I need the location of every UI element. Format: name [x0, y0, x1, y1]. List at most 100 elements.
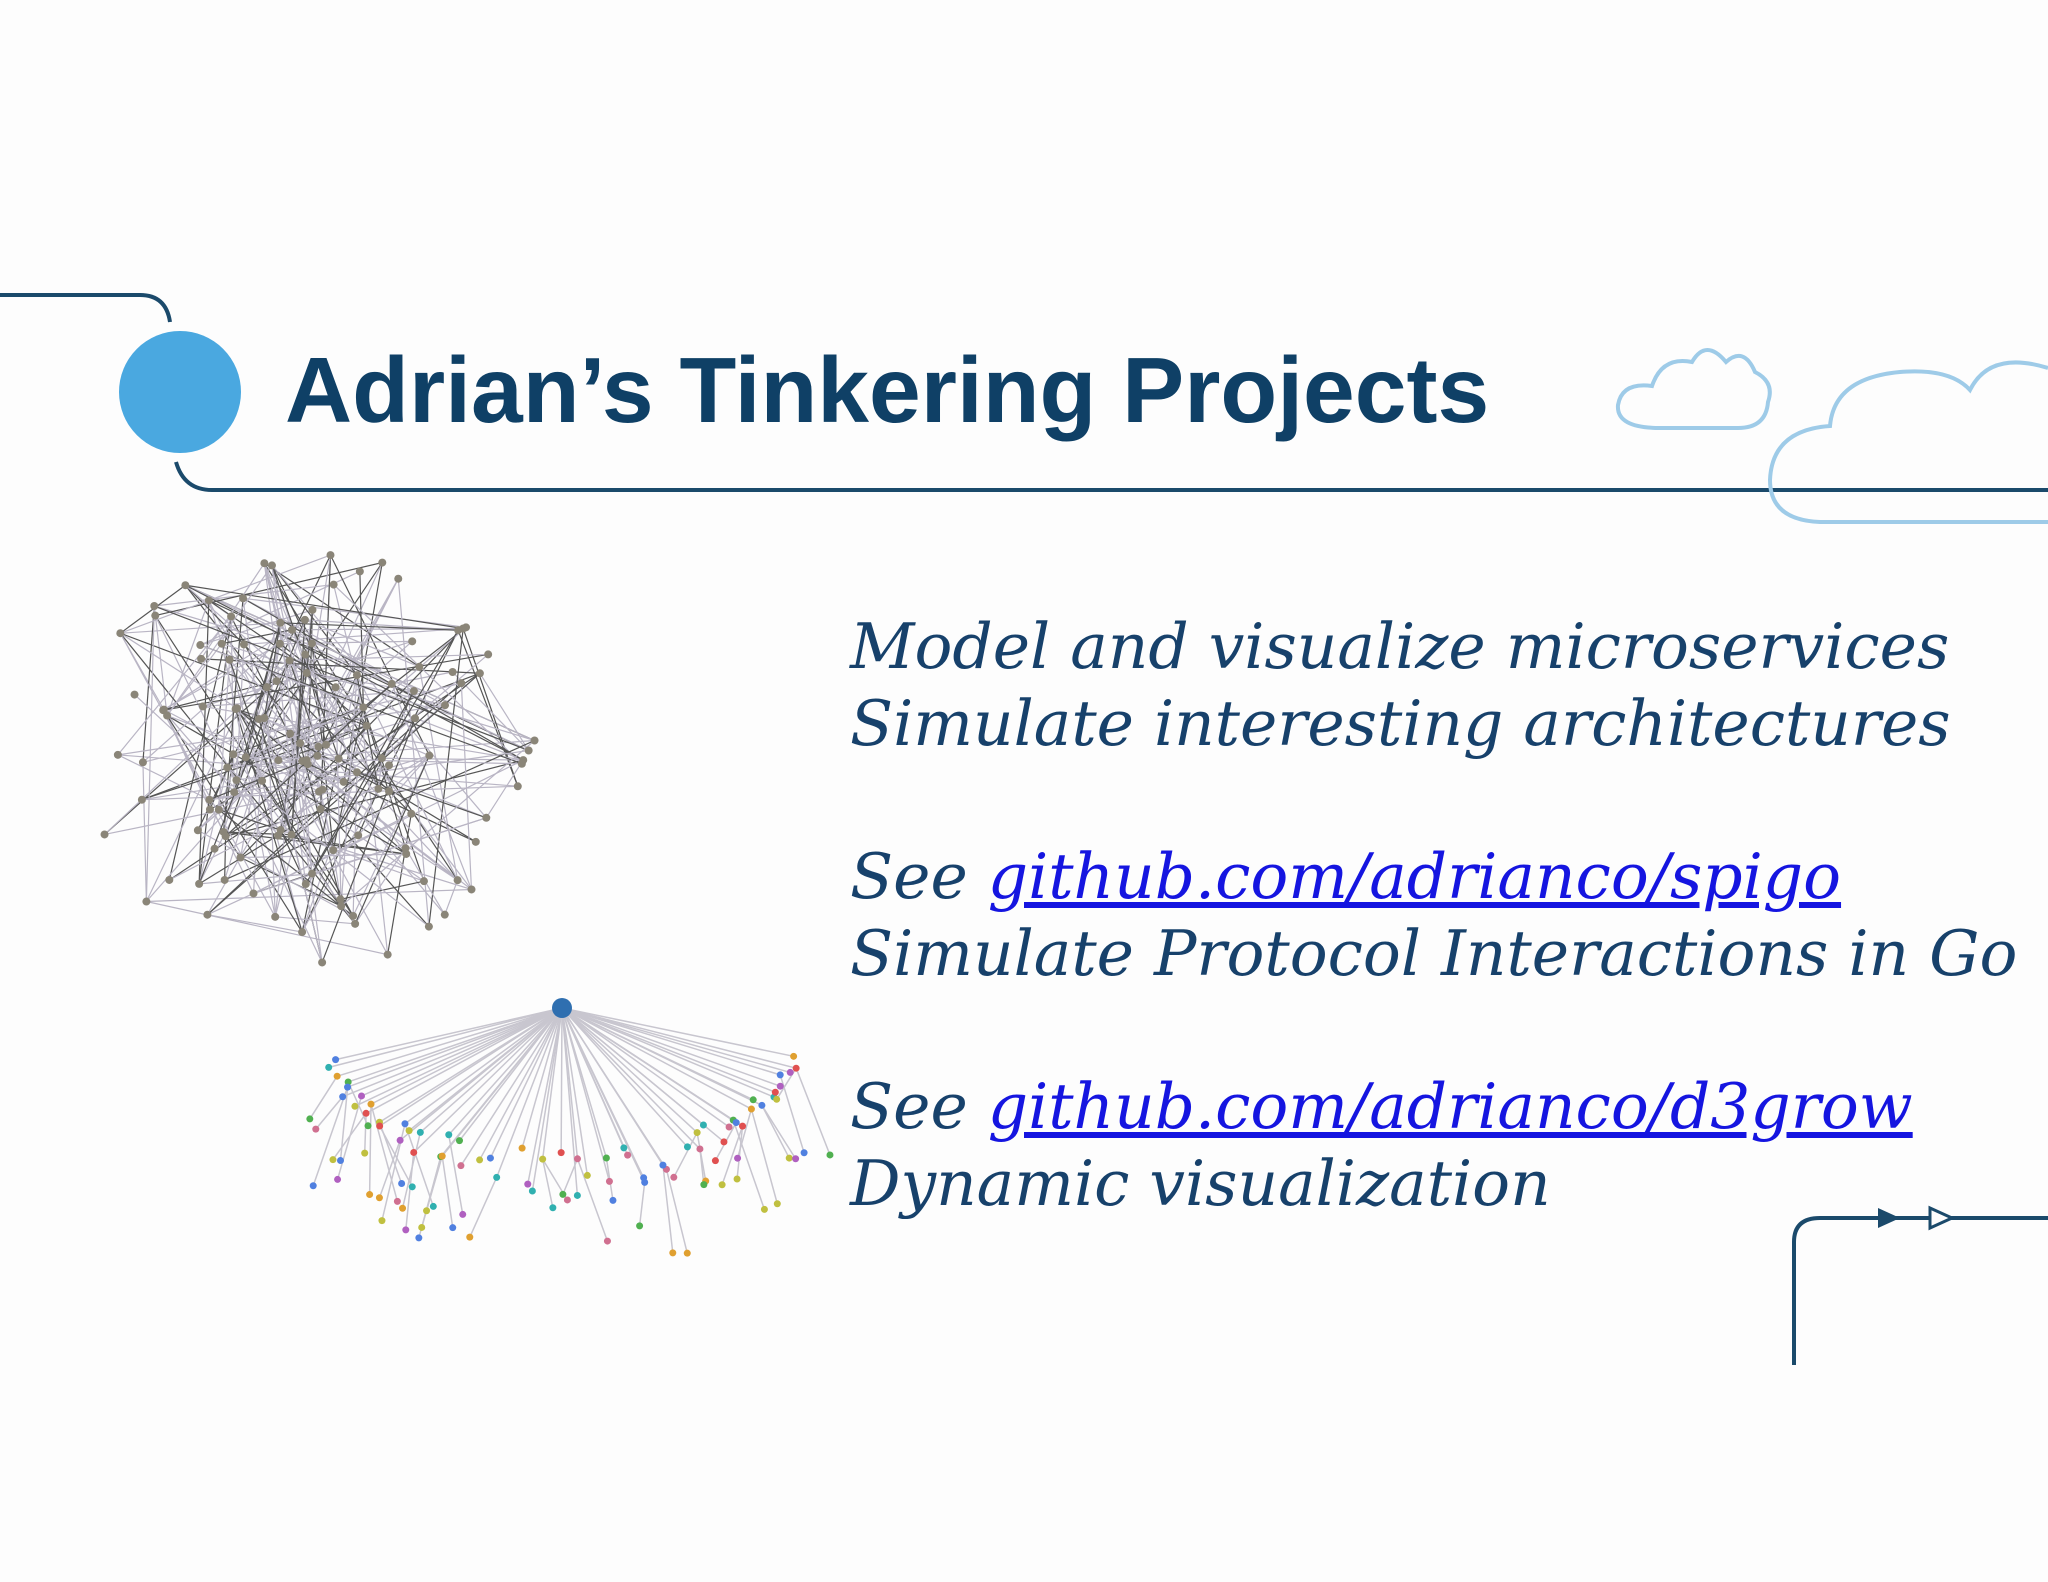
slide-title: Adrian’s Tinkering Projects [285, 338, 1490, 442]
graph-edge [119, 632, 276, 918]
graph-edge [225, 717, 416, 837]
graph-node [165, 875, 174, 884]
graph-node [286, 729, 295, 738]
tree-node [699, 1121, 707, 1129]
tree-node [337, 1156, 345, 1164]
graph-node [461, 623, 470, 632]
graph-edge [271, 565, 313, 874]
tree-node [760, 1205, 768, 1213]
graph-node [352, 671, 361, 680]
graph-edge [316, 626, 467, 757]
graph-edge [209, 754, 234, 810]
graph-node [274, 756, 283, 765]
graph-node [530, 736, 539, 745]
graph-node [285, 656, 294, 665]
spigo-link[interactable]: github.com/adrianco/spigo [987, 840, 1842, 913]
graph-edge [242, 598, 260, 720]
graph-node [351, 919, 360, 928]
tree-node [602, 1154, 610, 1162]
tree-edge [401, 1132, 422, 1209]
tree-edge [561, 1007, 743, 1127]
tree-node [528, 1187, 536, 1195]
tree-node [605, 1177, 613, 1185]
graph-edge [299, 742, 487, 819]
graph-node [513, 782, 522, 791]
graph-edge [460, 683, 473, 890]
graph-node [308, 605, 317, 614]
graph-edge [200, 609, 313, 646]
tree-node [339, 1093, 347, 1101]
tree-edge [460, 1007, 563, 1167]
tree-node [378, 1217, 386, 1225]
graph-node [300, 615, 309, 624]
tree-edge [561, 1007, 579, 1159]
tree-edge [309, 1075, 338, 1120]
graph-node [302, 669, 311, 678]
graph-node [407, 809, 416, 818]
tree-node [415, 1234, 423, 1242]
graph-edge [301, 578, 399, 762]
graph-edge [318, 717, 416, 748]
arrow-outline-icon [1928, 1205, 1956, 1231]
graph-edge [263, 622, 281, 719]
tree-node [620, 1144, 628, 1152]
tree-node [449, 1224, 457, 1232]
tree-edge [638, 1182, 646, 1226]
graph-node [288, 625, 297, 634]
graph-edge [263, 563, 307, 885]
graph-edge [377, 758, 383, 789]
tree-edge [448, 1134, 464, 1215]
tree-edge [342, 1007, 563, 1098]
graph-edge [271, 565, 340, 759]
graph-node [387, 679, 396, 688]
tree-node [401, 1120, 409, 1128]
graph-edge [141, 785, 518, 801]
graph-node [205, 805, 214, 814]
tree-edge [541, 1158, 554, 1208]
tree-node [476, 1156, 484, 1164]
tree-edge [576, 1158, 609, 1242]
graph-node [138, 758, 147, 767]
line-see-d3grow: See github.com/adrianco/d3grow [850, 1068, 1913, 1145]
tree-edge [560, 1007, 563, 1153]
graph-edge [166, 715, 303, 933]
tree-node [539, 1155, 547, 1163]
tree-node [773, 1095, 781, 1103]
graph-node [385, 787, 394, 796]
d3grow-link[interactable]: github.com/adrianco/d3grow [987, 1070, 1913, 1143]
graph-edge [117, 616, 232, 756]
tree-node [636, 1222, 644, 1230]
graph-node [223, 763, 232, 772]
graph-node [408, 637, 417, 646]
graph-edge [263, 562, 293, 631]
tree-node [800, 1149, 808, 1157]
tree-node [670, 1173, 678, 1181]
graph-edge [311, 629, 459, 874]
graph-edge [142, 762, 147, 902]
graph-node [415, 662, 424, 671]
tree-root-node [552, 998, 572, 1018]
tree-edge [561, 1007, 781, 1076]
graph-edge [208, 554, 331, 602]
tree-edge [368, 1104, 372, 1195]
tree-node [559, 1190, 567, 1198]
tree-edge [561, 1007, 664, 1166]
tree-node [733, 1175, 741, 1183]
graph-edge [145, 686, 337, 902]
tree-edge [379, 1007, 563, 1127]
tree-node [720, 1138, 728, 1146]
graph-edge [301, 761, 313, 874]
tree-edge [561, 1007, 794, 1058]
graph-edge [299, 743, 342, 900]
tree-edge [531, 1007, 563, 1192]
graph-node [374, 784, 383, 793]
graph-edge [291, 629, 459, 881]
cloud-icon-large [1767, 360, 2048, 524]
graph-edge [197, 829, 354, 917]
graph-node [318, 958, 327, 967]
tree-node [309, 1182, 317, 1190]
tree-node [734, 1154, 742, 1162]
